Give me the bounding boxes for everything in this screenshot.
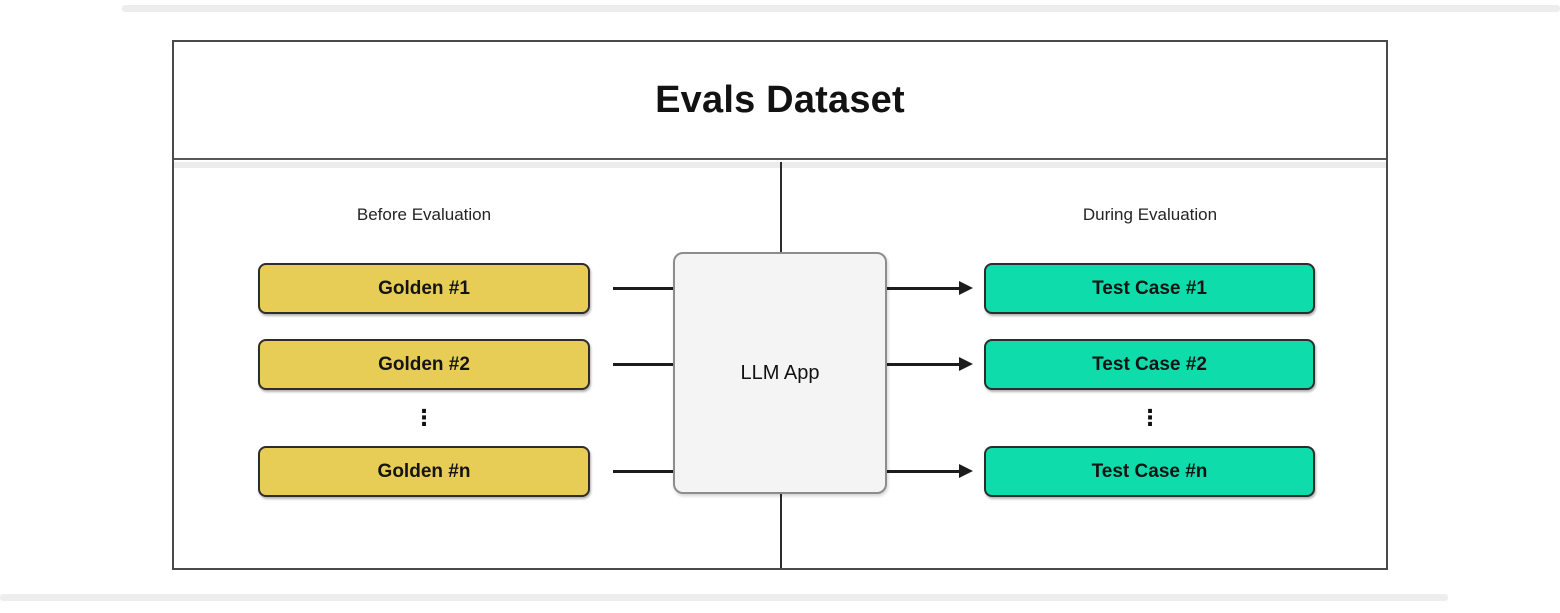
connector-app-to-test-case-1 — [887, 287, 960, 290]
golden-ellipsis: ⋮ — [413, 405, 435, 430]
arrowhead-test-case-2 — [959, 357, 973, 371]
test-case-ellipsis: ⋮ — [1139, 405, 1161, 430]
diagram-title: Evals Dataset — [655, 78, 905, 121]
connector-golden-n-to-app — [613, 470, 675, 473]
test-case-2-node: Test Case #2 — [984, 339, 1315, 390]
llm-app-node: LLM App — [673, 252, 887, 494]
bottom-edge-strip — [0, 594, 1448, 601]
before-evaluation-label: Before Evaluation — [356, 205, 492, 224]
golden-2-node: Golden #2 — [258, 339, 590, 390]
arrowhead-test-case-n — [959, 464, 973, 478]
test-case-n-node: Test Case #n — [984, 446, 1315, 497]
golden-n-node: Golden #n — [258, 446, 590, 497]
test-case-1-node: Test Case #1 — [984, 263, 1315, 314]
connector-golden-1-to-app — [613, 287, 675, 290]
golden-1-node: Golden #1 — [258, 263, 590, 314]
frame-header: Evals Dataset — [174, 42, 1386, 160]
connector-app-to-test-case-n — [887, 470, 960, 473]
evals-dataset-frame: Evals Dataset Before Evaluation During E… — [172, 40, 1388, 570]
connector-app-to-test-case-2 — [887, 363, 960, 366]
arrowhead-test-case-1 — [959, 281, 973, 295]
connector-golden-2-to-app — [613, 363, 675, 366]
top-edge-strip — [122, 5, 1560, 12]
during-evaluation-label: During Evaluation — [1082, 205, 1218, 224]
